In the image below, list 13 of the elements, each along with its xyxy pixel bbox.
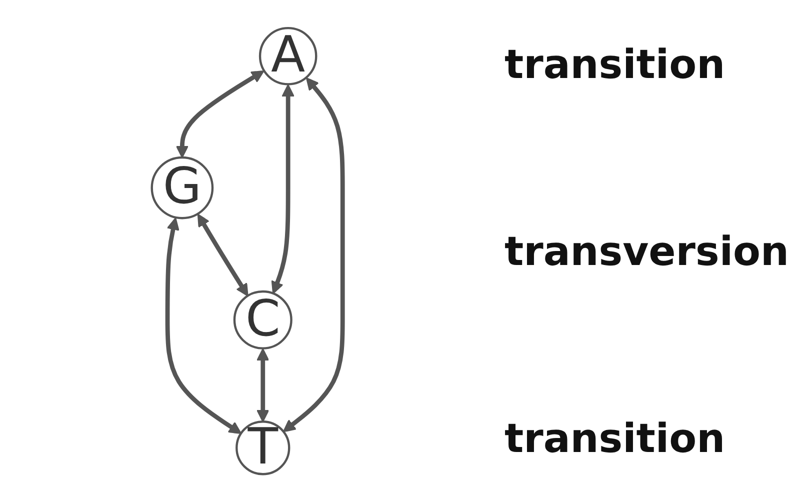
arrow: [165, 217, 242, 434]
mutation-type-label: transition: [504, 42, 726, 88]
arrow: [271, 84, 295, 294]
mutation-type-label: transition: [504, 416, 726, 462]
arrow: [282, 77, 345, 432]
mutation-type-label: transversion: [504, 229, 789, 275]
node-circle: T: [236, 420, 290, 476]
node-circle: C: [233, 290, 292, 350]
arrow: [197, 214, 248, 296]
node-circle: A: [258, 26, 318, 86]
arrow: [256, 348, 270, 422]
node-circle: G: [150, 156, 214, 220]
arrow: [176, 70, 264, 158]
